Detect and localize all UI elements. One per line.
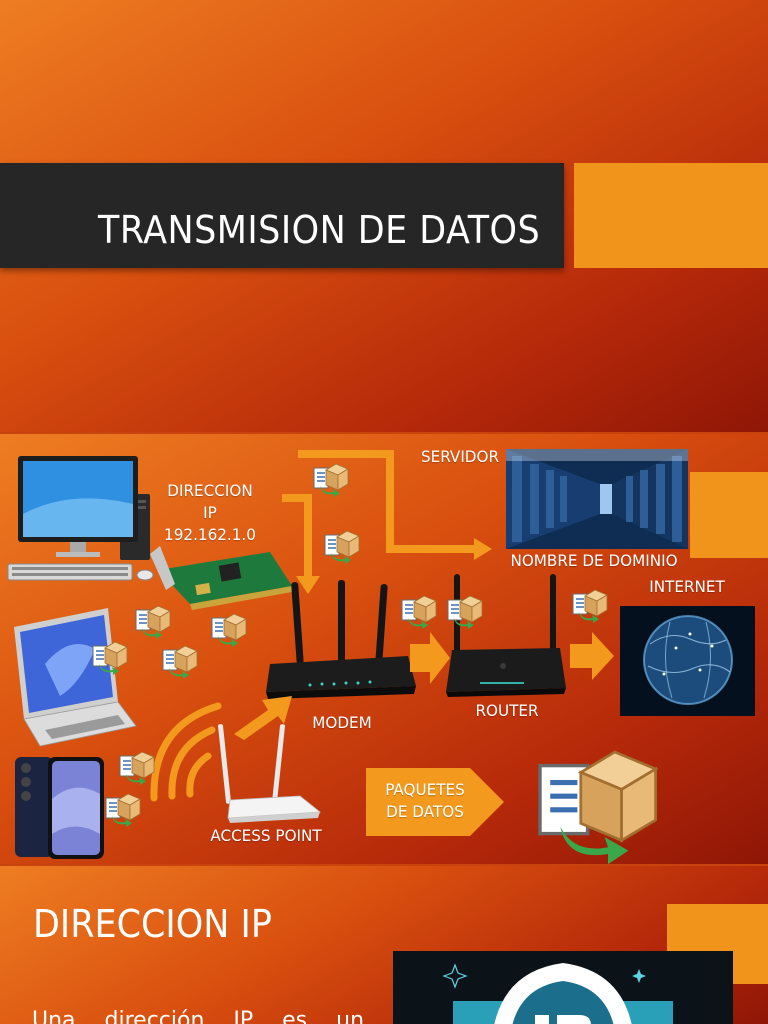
label-internet: INTERNET — [639, 576, 736, 598]
data-packet-icon — [212, 614, 246, 647]
data-packet-icon — [120, 752, 154, 785]
section-title: DIRECCION IP — [33, 902, 272, 946]
accent-box — [574, 163, 768, 268]
desktop-computer-icon — [8, 456, 153, 580]
label-nombre-de-dominio: NOMBRE DE DOMINIO — [499, 550, 689, 572]
data-packet-icon — [573, 590, 607, 623]
data-packet-icon — [136, 606, 170, 639]
ip-badge-icon — [393, 951, 733, 1024]
ip-address-slide: DIRECCION IP Una dirección IP es un — [0, 866, 768, 1024]
server-room-image — [506, 449, 688, 549]
wifi-signal-icon — [154, 706, 218, 798]
network-card-icon — [150, 546, 292, 610]
section-body-text: Una dirección IP es un — [32, 1008, 364, 1024]
label-access-point: ACCESS POINT — [200, 825, 333, 847]
data-packet-icon — [163, 646, 197, 679]
slide-title: TRANSMISION DE DATOS — [98, 208, 540, 252]
label-router: ROUTER — [464, 700, 550, 722]
label-servidor: SERVIDOR — [413, 446, 508, 468]
data-packet-icon — [448, 596, 482, 629]
access-point-icon — [218, 724, 320, 823]
label-modem: MODEM — [302, 712, 382, 734]
modem-icon — [266, 580, 416, 699]
data-packet-icon — [325, 531, 359, 564]
large-data-packet-icon — [540, 752, 656, 864]
ip-graphic-image — [393, 951, 733, 1024]
data-packet-icon — [402, 596, 436, 629]
data-packet-icon — [314, 464, 348, 497]
laptop-icon — [14, 608, 136, 746]
data-packet-icon — [106, 794, 140, 827]
label-direccion-ip: DIRECCION IP 192.162.1.0 — [153, 480, 267, 546]
label-paquetes-de-datos: PAQUETES DE DATOS — [373, 779, 478, 823]
title-slide: TRANSMISION DE DATOS — [0, 0, 768, 432]
internet-globe-image — [620, 606, 755, 716]
phone-icon — [15, 757, 104, 859]
router-icon — [446, 574, 566, 697]
network-diagram-slide: DIRECCION IP 192.162.1.0 SERVIDOR NOMBRE… — [0, 434, 768, 864]
